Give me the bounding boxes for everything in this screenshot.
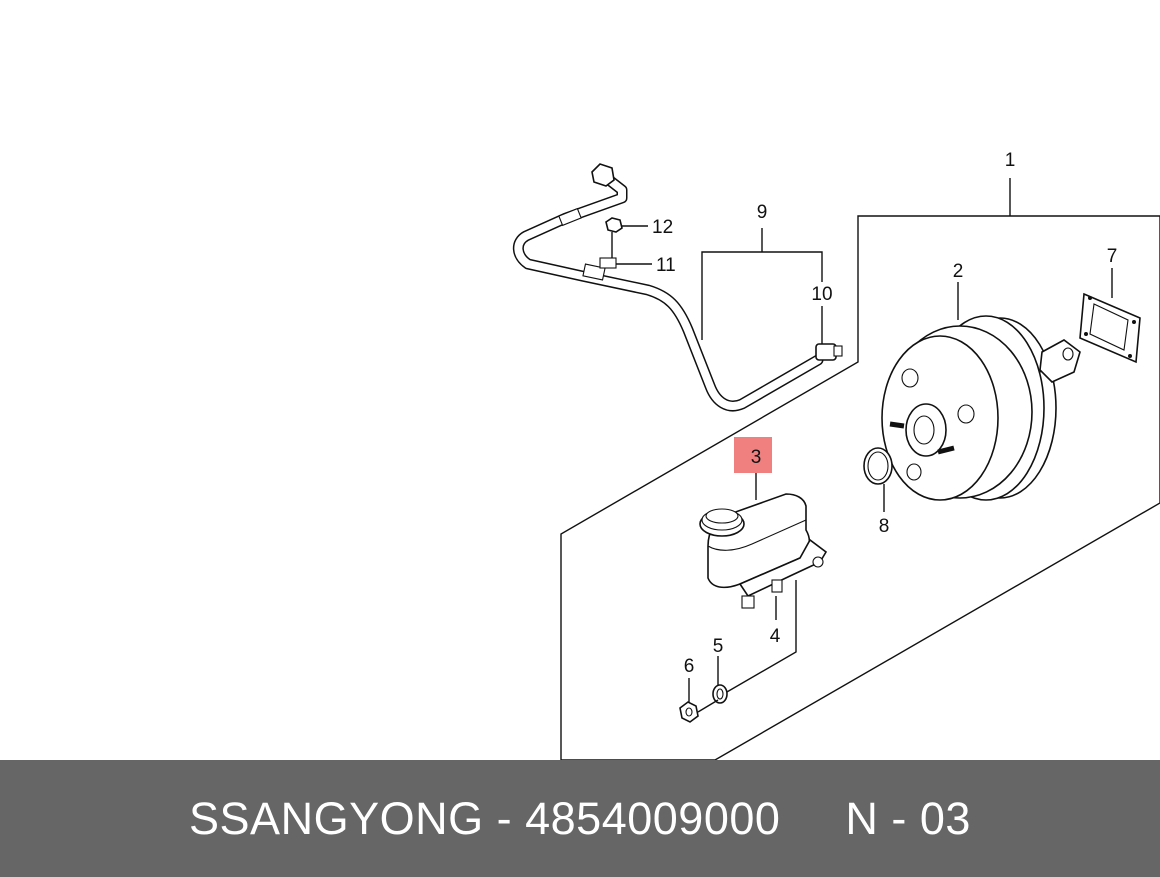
- part-number: 4854009000: [525, 792, 781, 844]
- callout-12: 12: [652, 217, 673, 238]
- callout-10: 10: [811, 284, 832, 305]
- callout-9: 9: [757, 202, 768, 223]
- parts-diagram: 1 12 11 9 10: [512, 150, 1160, 760]
- caption-separator: -: [496, 792, 513, 844]
- part-caption-bar: SSANGYONG - 4854009000 N - 03: [0, 760, 1160, 877]
- callout-9-bracket: [701, 251, 823, 340]
- callout-4-bracket: [719, 580, 797, 697]
- callout-6: 6: [684, 656, 695, 677]
- callout-1: 1: [1005, 150, 1016, 171]
- part-caption: SSANGYONG - 4854009000 N - 03: [189, 793, 971, 845]
- washer-5: [712, 684, 728, 704]
- clevis: [1039, 339, 1081, 383]
- clip-11: [599, 257, 617, 269]
- callout-7: 7: [1107, 246, 1118, 267]
- callout-8: 8: [879, 516, 890, 537]
- assembly-frame: [560, 215, 1160, 760]
- gasket-7: [1079, 292, 1141, 364]
- brand-name: SSANGYONG: [189, 792, 484, 844]
- callout-3: 3: [751, 447, 762, 468]
- nut-6: [679, 701, 699, 723]
- master-cylinder-3: [699, 493, 828, 609]
- callout-3-highlight: [734, 437, 772, 473]
- o-ring-8: [863, 447, 893, 485]
- callout-11: 11: [656, 255, 676, 276]
- callout-2: 2: [953, 261, 964, 282]
- diagram-code: N - 03: [845, 792, 971, 844]
- brake-booster-2: [881, 315, 1057, 501]
- brake-pipe: [512, 163, 824, 412]
- nut-12: [605, 217, 623, 262]
- callout-5: 5: [713, 636, 724, 657]
- check-valve-10: [815, 343, 843, 361]
- callout-4: 4: [770, 626, 781, 647]
